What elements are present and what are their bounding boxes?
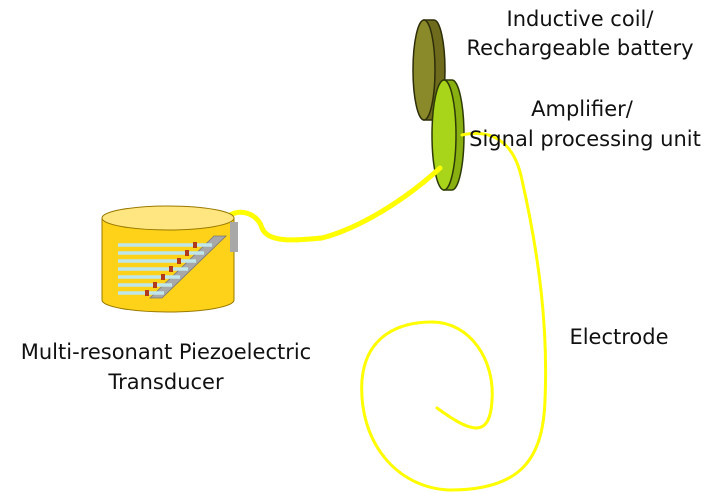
proof-masses [145,242,197,296]
battery-label-line2: Rechargeable battery [466,36,693,60]
battery-coil-disc [412,19,446,121]
transducer-label-line2: Transducer [107,370,224,394]
amplifier-label-line2: Signal processing unit [469,127,701,151]
battery-label-line1: Inductive coil/ [507,7,655,31]
electrode-lead [360,131,548,492]
electrode-label: Electrode [569,325,668,349]
amplifier-label-line1: Amplifier/ [531,97,634,121]
transducer-label-line1: Multi-resonant Piezoelectric [21,340,311,364]
piezoelectric-transducer [101,205,238,313]
amplifier-disc [431,79,465,191]
connection-wire [215,165,443,243]
